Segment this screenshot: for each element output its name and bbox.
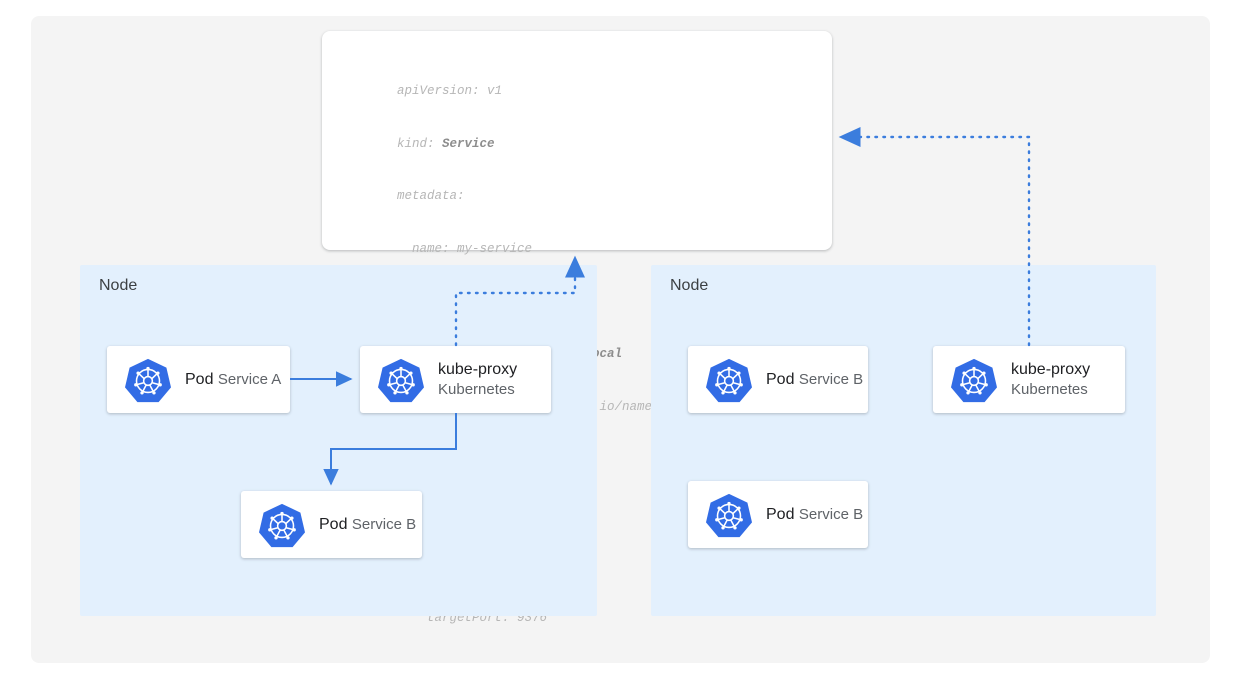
kubernetes-logo-icon bbox=[259, 502, 305, 548]
card-title: kube-proxy bbox=[1011, 360, 1091, 378]
kubernetes-logo-icon bbox=[951, 357, 997, 403]
kubernetes-logo-icon bbox=[378, 357, 424, 403]
yaml-line-kind: kind: Service bbox=[397, 136, 705, 154]
card-text: Pod Service B bbox=[766, 370, 863, 390]
kubernetes-logo-icon bbox=[125, 357, 171, 403]
card-title: Pod bbox=[766, 370, 795, 388]
yaml-kind-key: kind: bbox=[397, 136, 443, 151]
kubernetes-logo-icon bbox=[706, 357, 752, 403]
node-panel-left: Node bbox=[80, 265, 597, 616]
yaml-line-apiversion: apiVersion: v1 bbox=[397, 84, 503, 99]
card-subtitle: Kubernetes bbox=[438, 380, 515, 398]
card-title: Pod bbox=[319, 515, 348, 533]
card-title: Pod bbox=[185, 370, 214, 388]
card-subtitle: Service A bbox=[217, 370, 282, 388]
card-pod-service-a[interactable]: Pod Service A bbox=[107, 346, 290, 413]
node-panel-right: Node bbox=[651, 265, 1156, 616]
card-kube-proxy-right[interactable]: kube-proxy Kubernetes bbox=[933, 346, 1125, 413]
node-left-label: Node bbox=[99, 277, 138, 294]
service-manifest-card: apiVersion: v1 kind: Service metadata: n… bbox=[322, 31, 832, 625]
card-pod-service-b-left[interactable]: Pod Service B bbox=[241, 491, 422, 558]
yaml-line-name: name: my-service bbox=[397, 242, 533, 257]
card-text: kube-proxy Kubernetes bbox=[438, 360, 551, 400]
card-text: Pod Service B bbox=[766, 505, 863, 525]
card-subtitle: Service B bbox=[351, 515, 417, 533]
card-title: Pod bbox=[766, 505, 795, 523]
yaml-kind-value: Service bbox=[442, 136, 495, 151]
card-kube-proxy-left[interactable]: kube-proxy Kubernetes bbox=[360, 346, 551, 413]
card-pod-service-b-right-bottom[interactable]: Pod Service B bbox=[688, 481, 868, 548]
card-subtitle: Service B bbox=[798, 370, 864, 388]
card-pod-service-b-right-top[interactable]: Pod Service B bbox=[688, 346, 868, 413]
kubernetes-logo-icon bbox=[706, 492, 752, 538]
card-text: Pod Service A bbox=[185, 370, 281, 390]
card-text: kube-proxy Kubernetes bbox=[1011, 360, 1125, 400]
card-subtitle: Service B bbox=[798, 505, 864, 523]
card-subtitle: Kubernetes bbox=[1011, 380, 1088, 398]
yaml-line-metadata: metadata: bbox=[397, 189, 465, 204]
card-text: Pod Service B bbox=[319, 515, 416, 535]
card-title: kube-proxy bbox=[438, 360, 518, 378]
node-right-label: Node bbox=[670, 277, 709, 294]
